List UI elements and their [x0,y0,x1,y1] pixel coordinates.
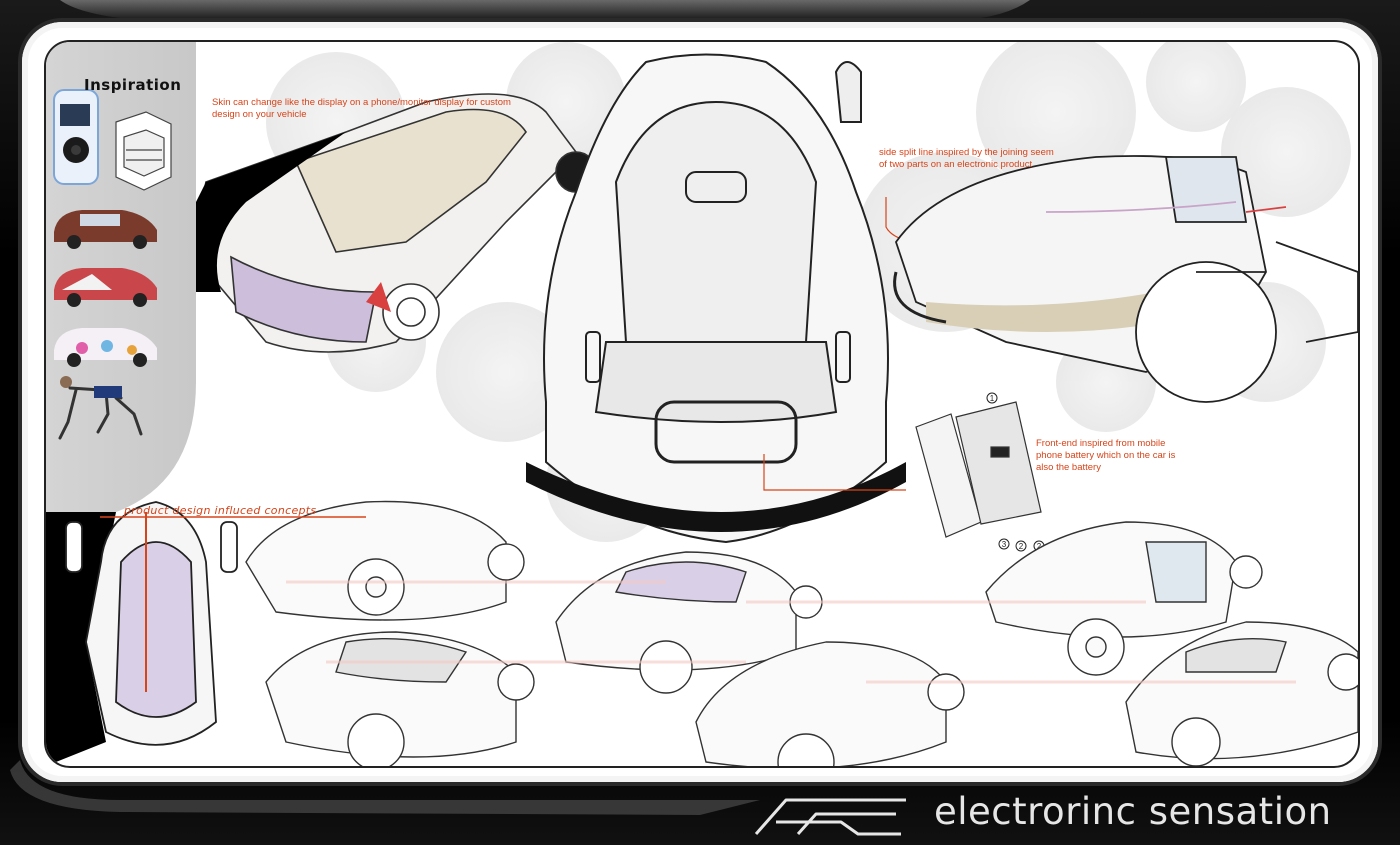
svg-text:2: 2 [1019,542,1024,551]
inspiration-panel [46,42,196,512]
note-skin-display: Skin can change like the display on a ph… [212,97,511,120]
concept-car-6 [1125,621,1358,766]
concept-sketches [245,500,1358,766]
sprinter-image [58,376,143,440]
sketch-area: 1 3 2 2 [44,40,1360,768]
battery-sketch [915,401,1042,538]
concept-car-4 [695,641,965,766]
concept-car-2 [265,631,535,766]
car-shadow [196,132,346,292]
note-front-end-battery: Front-end inspired from mobile phone bat… [1036,438,1176,473]
wrapped-car-thumbnails [54,210,157,367]
es-monogram-logo [754,798,906,836]
svg-text:3: 3 [1002,540,1007,549]
inspiration-heading: Inspiration [84,76,182,94]
car-sketch-center-top-view [526,53,906,544]
svg-text:1: 1 [990,394,995,403]
concept-car-5 [985,521,1263,676]
mp3-player-image [53,89,99,185]
car-sketch-right-side-view [893,155,1358,403]
concept-car-1 [245,500,525,621]
electronic-part-image [115,111,172,191]
brand-title: electrorinc sensation [934,790,1332,833]
svg-text:2: 2 [1037,542,1042,551]
concepts-heading: product design influced concepts [124,504,317,517]
note-side-split-line: side split line inspired by the joining … [879,147,1054,170]
sketch-artwork: 1 3 2 2 [46,42,1358,766]
speed-lines [286,580,1296,684]
design-board: 1 3 2 2 [22,22,1378,782]
car-sketch-bottom-left-top-view [65,501,238,746]
